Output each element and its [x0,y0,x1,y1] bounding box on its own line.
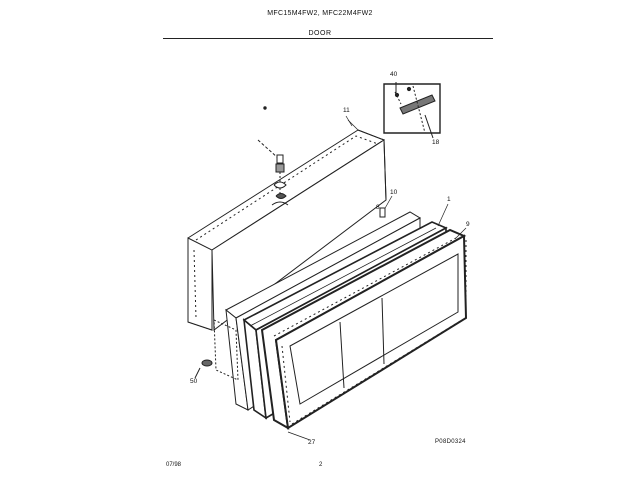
callout-27: 27 [308,439,316,446]
callout-10: 10 [390,189,398,196]
handle-detail-inset [383,82,441,139]
hinge-hardware [257,106,289,206]
clip-part [379,207,386,218]
door-inner-panel [260,228,468,430]
callout-50: 50 [190,378,198,385]
outer-door-panel [187,119,387,331]
callout-1: 1 [447,196,451,203]
drawing-code: P08D0324 [435,439,466,445]
header-divider [163,38,493,39]
callout-11: 11 [343,107,350,114]
revision-date: 07/98 [166,462,182,468]
callout-8: 8 [376,204,380,211]
section-title: DOOR [308,30,332,37]
model-numbers: MFC15M4FW2, MFC22M4FW2 [267,10,373,17]
callout-9: 9 [466,221,470,228]
breaker-support [194,319,239,381]
page-number: 2 [319,462,323,468]
callout-40: 40 [390,71,398,78]
callout-18: 18 [432,139,440,146]
leader-lines [287,115,467,441]
